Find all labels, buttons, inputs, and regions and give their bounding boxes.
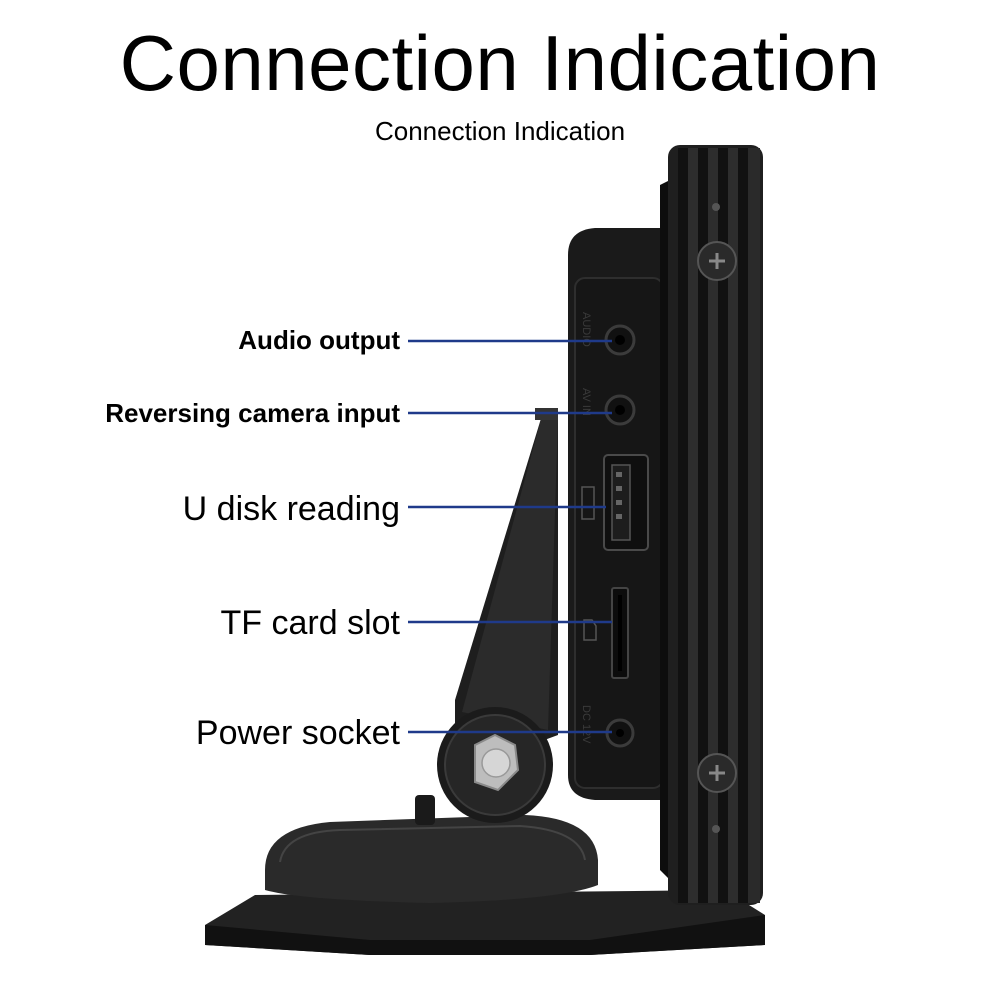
leader-lines: [408, 339, 612, 734]
device-stand: [415, 408, 558, 825]
tf-slot-icon: [583, 587, 629, 679]
callout-tf-card-slot: TF card slot: [220, 604, 400, 642]
page-subtitle: Connection Indication: [374, 116, 626, 146]
usb-port-icon: [581, 454, 649, 551]
bottom-screw-icon: [697, 753, 737, 793]
callout-reversing-camera-input: Reversing camera input: [105, 398, 400, 428]
port-panel: AUDIO AV IN DC 12V: [568, 228, 665, 800]
device-base: [205, 815, 765, 955]
top-screw-icon: [697, 241, 737, 281]
audio-port-label: AUDIO: [580, 312, 592, 347]
bottom-hole-icon: [712, 825, 720, 833]
page-title: Connection Indication: [119, 19, 881, 107]
callout-u-disk-reading: U disk reading: [182, 490, 400, 528]
dc-port-label: DC 12V: [580, 705, 592, 744]
avin-port-label: AV IN: [580, 388, 592, 416]
callout-audio-output: Audio output: [238, 325, 400, 355]
callout-power-socket: Power socket: [195, 714, 400, 752]
top-hole-icon: [712, 203, 720, 211]
screen-body: [660, 145, 763, 905]
